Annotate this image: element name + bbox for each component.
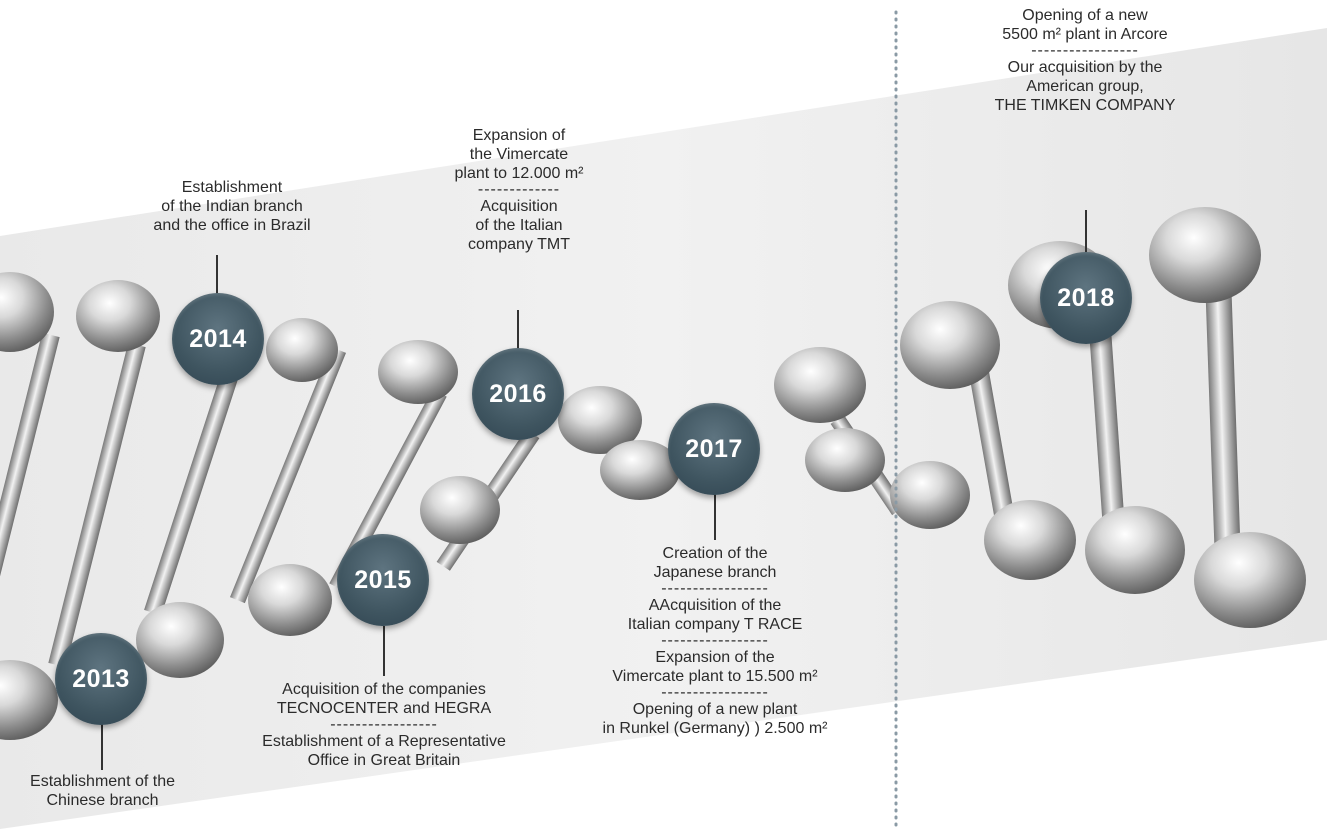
stem-2017 [714, 490, 716, 540]
year-badge-2014: 2014 [172, 293, 264, 385]
year-badge-2013: 2013 [55, 633, 147, 725]
milestone-text-2014: Establishment of the Indian branch and t… [153, 179, 311, 234]
stem-2013 [101, 708, 103, 770]
stem-2014 [216, 255, 218, 295]
milestone-text-2017: Creation of the Japanese branch --------… [602, 545, 828, 737]
background-band [0, 28, 1327, 829]
milestone-text-2013: Establishment of the Chinese branch [30, 773, 175, 809]
year-badge-2015: 2015 [337, 534, 429, 626]
milestone-text-2015: Acquisition of the companies TECNOCENTER… [262, 681, 506, 769]
milestone-text-2018: Opening of a new 5500 m² plant in Arcore… [994, 7, 1176, 114]
year-badge-2018: 2018 [1040, 252, 1132, 344]
year-badge-2017: 2017 [668, 403, 760, 495]
milestone-text-2016: Expansion of the Vimercate plant to 12.0… [454, 127, 584, 253]
year-badge-2016: 2016 [472, 348, 564, 440]
stem-2018 [1085, 210, 1087, 252]
stem-2016 [517, 310, 519, 350]
stem-2015 [383, 626, 385, 676]
